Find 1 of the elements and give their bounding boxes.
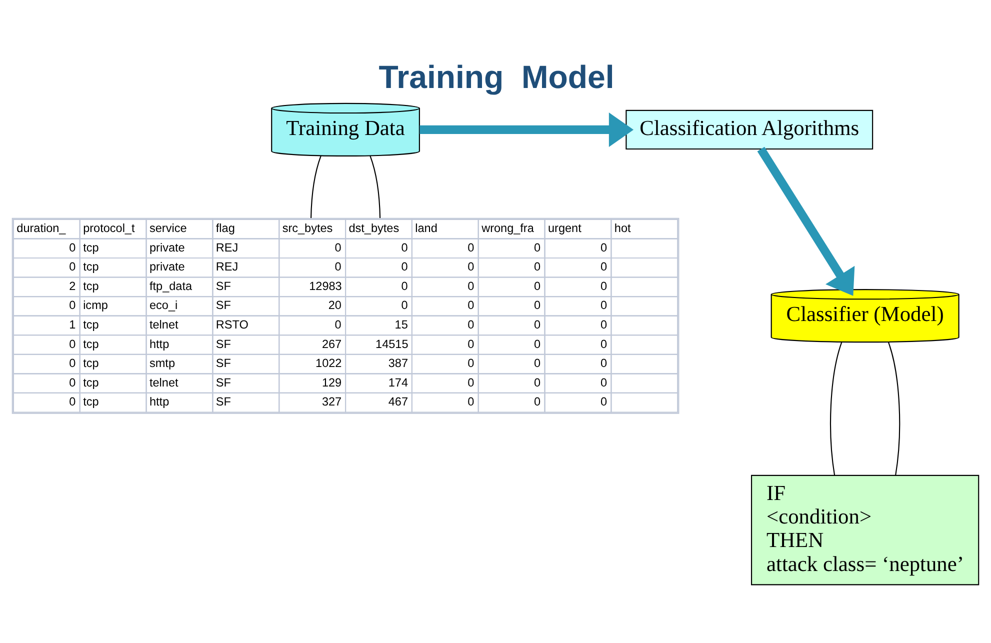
diagram-title: Training Model bbox=[378, 58, 614, 95]
